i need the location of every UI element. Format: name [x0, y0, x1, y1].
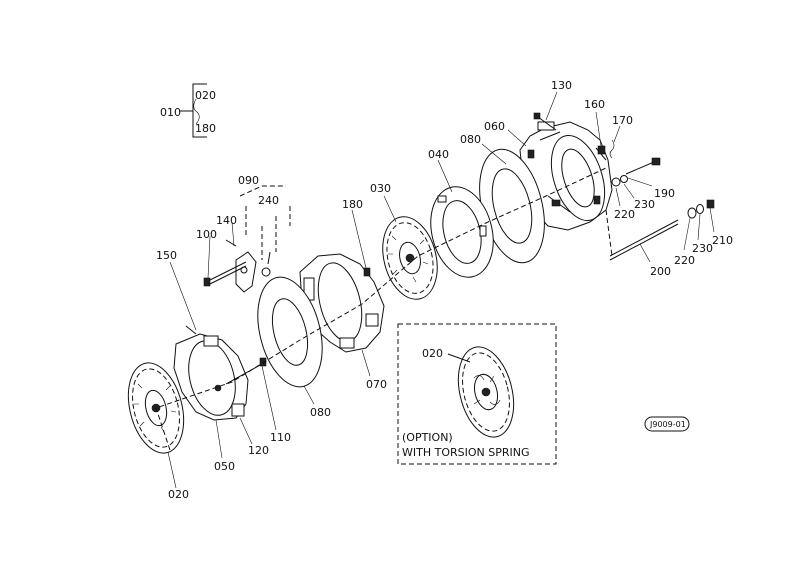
label-230-a: 230 — [634, 198, 655, 211]
label-070: 070 — [366, 378, 387, 391]
label-220-b: 220 — [674, 254, 695, 267]
label-090: 090 — [238, 174, 259, 187]
label-180: 180 — [342, 198, 363, 211]
bolt-190 — [611, 157, 661, 187]
clutch-disc-030 — [382, 216, 438, 300]
label-020-option: 020 — [422, 347, 443, 360]
label-040: 040 — [428, 148, 449, 161]
label-030: 030 — [370, 182, 391, 195]
label-080-bottom: 080 — [310, 406, 331, 419]
label-210: 210 — [712, 234, 733, 247]
label-190: 190 — [654, 187, 675, 200]
label-150: 150 — [156, 249, 177, 262]
label-220-a: 220 — [614, 208, 635, 221]
label-050: 050 — [214, 460, 235, 473]
label-200: 200 — [650, 265, 671, 278]
part-labels: 010 020 180 130 160 170 060 080 040 030 … — [156, 79, 733, 501]
leader-lines — [167, 91, 715, 489]
option-line-2: WITH TORSION SPRING — [402, 446, 530, 459]
label-160: 160 — [584, 98, 605, 111]
label-010: 010 — [160, 106, 181, 119]
label-100: 100 — [196, 228, 217, 241]
label-230-b: 230 — [692, 242, 713, 255]
label-080-top: 080 — [460, 133, 481, 146]
plate-040 — [430, 186, 494, 278]
label-140: 140 — [216, 214, 237, 227]
spring-170 — [597, 139, 615, 159]
label-240: 240 — [258, 194, 279, 207]
release-lever-assembly — [203, 185, 291, 293]
label-130: 130 — [551, 79, 572, 92]
label-060: 060 — [484, 120, 505, 133]
bolt-130 — [533, 112, 557, 131]
label-020-bottom: 020 — [168, 488, 189, 501]
assembly-axis — [155, 167, 613, 451]
legend-bracket — [180, 83, 207, 138]
bolt-200 — [609, 199, 715, 261]
label-170: 170 — [612, 114, 633, 127]
label-120: 120 — [248, 444, 269, 457]
pressure-plate-050 — [173, 325, 267, 421]
option-box: (OPTION) WITH TORSION SPRING — [397, 323, 557, 465]
label-110: 110 — [270, 431, 291, 444]
label-180-key: 180 — [195, 122, 216, 135]
label-020-key: 020 — [195, 89, 216, 102]
option-line-1: (OPTION) — [402, 431, 453, 444]
stamp-text: J9009-01 — [649, 420, 686, 429]
drawing-stamp: J9009-01 — [644, 416, 690, 432]
friction-ring-080-bottom — [257, 276, 323, 388]
